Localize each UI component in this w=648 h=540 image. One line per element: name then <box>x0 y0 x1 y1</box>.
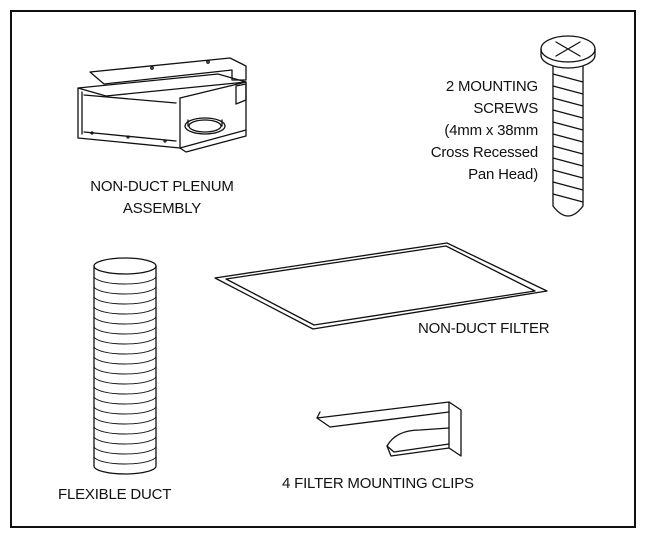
screw-icon <box>540 35 596 217</box>
diagram-frame <box>10 10 636 528</box>
screws-label-line4: Cross Recessed <box>430 144 538 161</box>
clips-label: 4 FILTER MOUNTING CLIPS <box>282 475 474 492</box>
plenum-label: NON-DUCT PLENUM ASSEMBLY <box>52 176 272 220</box>
screws-label-line1: 2 MOUNTING <box>445 78 538 95</box>
screws-label-line5: Pan Head) <box>468 166 538 183</box>
screws-label-line2: SCREWS <box>473 100 538 117</box>
screws-label-line3: (4mm x 38mm <box>444 122 538 139</box>
plenum-box-icon <box>77 57 247 153</box>
filter-label: NON-DUCT FILTER <box>418 320 550 337</box>
screws-label: 2 MOUNTING SCREWS (4mm x 38mm Cross Rece… <box>392 76 538 186</box>
plenum-label-line2: ASSEMBLY <box>122 200 202 217</box>
flexible-duct-icon <box>93 257 157 475</box>
plenum-label-line1: NON-DUCT PLENUM <box>90 178 234 195</box>
clip-icon <box>316 401 462 457</box>
filter-panel-icon <box>214 242 548 330</box>
flexible-duct-label: FLEXIBLE DUCT <box>58 486 172 503</box>
